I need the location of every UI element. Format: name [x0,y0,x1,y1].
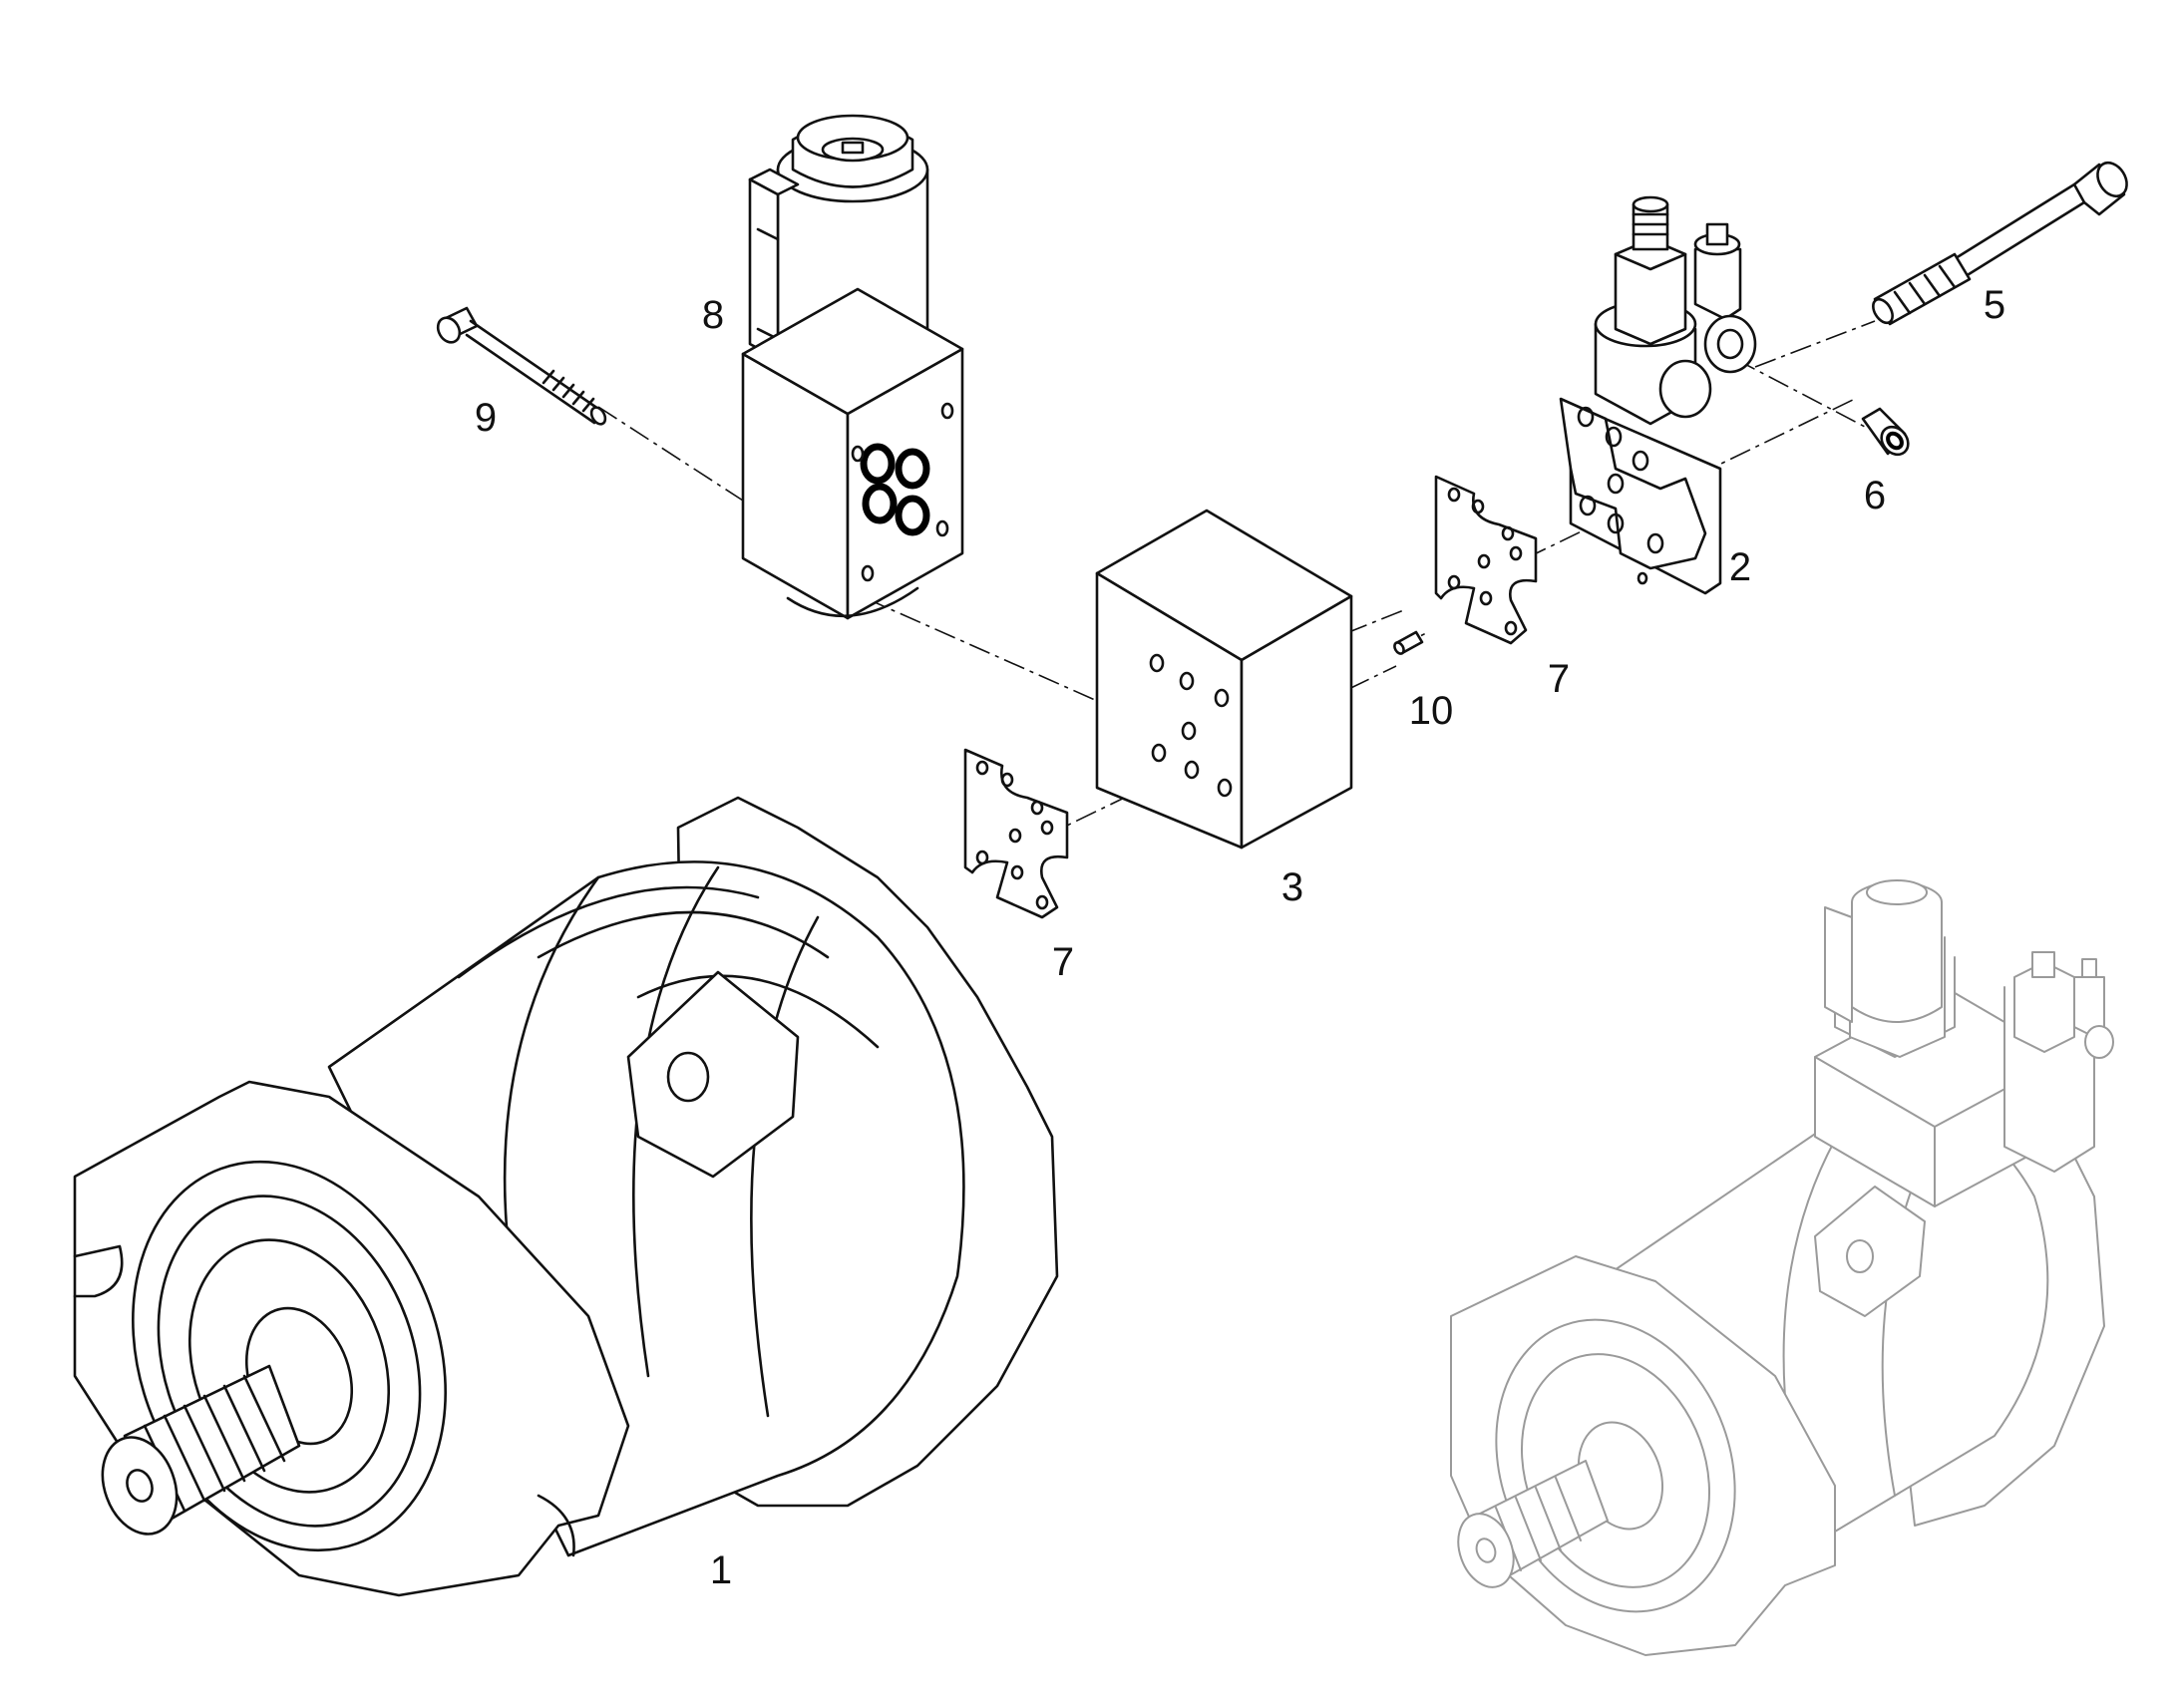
callout-3: 3 [1281,865,1303,909]
part-6-plug [1861,407,1910,457]
part-10-pin [1393,630,1424,655]
callout-9: 9 [475,396,497,440]
part-7-gasket-upper [1434,475,1538,645]
callout-10: 10 [1409,689,1454,733]
callout-labels: 8 9 5 6 2 7 10 3 7 1 [475,283,2005,1592]
part-5-long-bolt [1872,161,2128,326]
part-9-cap-screw [436,306,607,426]
part-7-gasket-lower [963,748,1069,919]
callout-8: 8 [702,293,724,337]
part-2-pressure-valve [1559,195,1757,595]
part-3-manifold-block [1095,509,1353,850]
callout-7b: 7 [1548,657,1570,701]
assembled-view [1450,879,2114,1656]
callout-5: 5 [1984,283,2005,327]
part-8-solenoid-valve [741,114,964,620]
callout-2: 2 [1729,545,1751,589]
callout-6: 6 [1864,474,1886,517]
part-1-hydraulic-motor [73,796,1059,1597]
callout-7a: 7 [1052,940,1074,984]
callout-1: 1 [710,1548,732,1592]
